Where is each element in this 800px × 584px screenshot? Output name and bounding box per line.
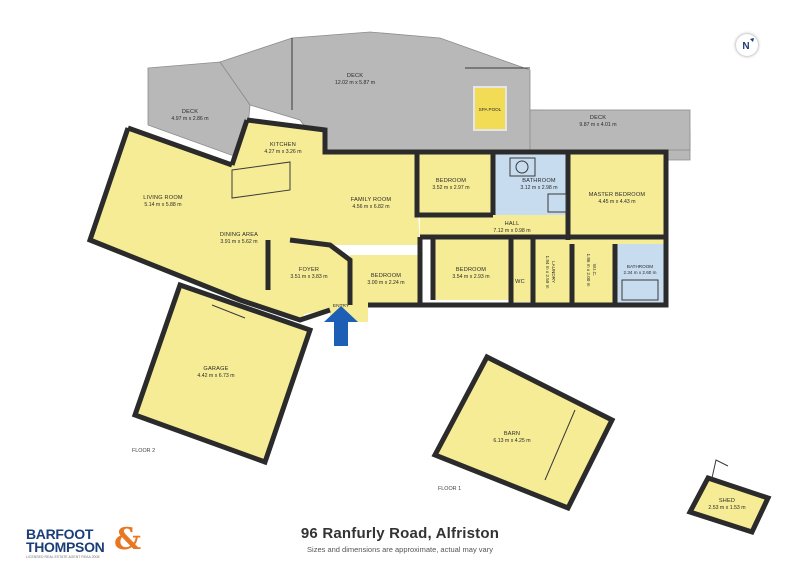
bedroom1-dims: 3.52 m x 2.97 m [432,185,469,191]
master-bedroom-dims: 4.45 m x 4.43 m [598,199,635,205]
hall-fill [420,215,568,237]
living-room-dims: 5.14 m x 5.88 m [144,202,181,208]
address-title: 96 Ranfurly Road, Alfriston [300,525,500,542]
logo-line1: BARFOOT [26,526,94,542]
bathroom1-label: BATHROOM [522,178,556,184]
bedroom1-fill [417,152,493,215]
dining-area-label: DINING AREA [220,232,258,238]
bath-fixture [515,160,529,174]
floor1-label: FLOOR 1 [438,486,461,492]
address-note: Sizes and dimensions are approximate, ac… [307,545,493,554]
bathroom1-dims: 3.12 m x 2.98 m [520,185,557,191]
bedroom3-label: BEDROOM [456,267,486,273]
bedroom2-label: BEDROOM [371,273,401,279]
hall-label: HALL [505,221,520,227]
wic-dims: 1.86 m x 2.00 m [586,254,591,287]
deck-left-label: DECK [182,109,198,115]
barn-partition [544,409,576,481]
bathroom2-dims: 2.34 m x 2.60 m [624,270,657,275]
wc-label: WC [515,279,525,285]
garage-wall [131,281,314,466]
brand-logo: BARFOOT THOMPSON & LICENSED REAL ESTATE … [26,522,146,561]
bedroom1-label: BEDROOM [436,178,466,184]
wic-label: W.I.C. [592,264,597,277]
laundry-dims: 1.94 m x 2.59 m [545,256,550,289]
bedroom3-dims: 3.54 m x 2.93 m [452,274,489,280]
bath-fixture [509,157,536,177]
foyer-dims: 3.51 m x 3.83 m [290,274,327,280]
kitchen-wall [229,119,250,166]
deck-right-dims: 9.87 m x 4.01 m [579,122,616,128]
bedroom2-fill [350,255,420,305]
interior-wall [265,152,666,305]
barn-dims: 6.13 m x 4.25 m [493,438,530,444]
family-room-label: FAMILY ROOM [351,197,392,203]
bathroom1-fill [493,152,568,215]
garage-dims: 4.42 m x 6.73 m [197,373,234,379]
shed-wall [686,474,772,536]
barn-label: BARN [504,431,520,437]
barn-fill [435,357,612,508]
floor2-label: FLOOR 2 [132,448,155,454]
living-room-label: LIVING ROOM [143,195,183,201]
address-block: 96 Ranfurly Road, Alfriston Sizes and di… [0,525,800,554]
compass-arrow-icon [750,38,754,42]
bedroom2-dims: 3.00 m x 2.24 m [367,280,404,286]
bathroom2-label: BATHROOM [627,264,653,269]
dining-area-dims: 3.91 m x 5.62 m [220,239,257,245]
entry-arrow-icon [324,306,358,346]
laundry-label: LAUNDRY [551,261,556,283]
master-bedroom-fill [568,152,666,244]
wc-fill [511,237,533,302]
bath-fixture [621,279,659,301]
kitchen-label: KITCHEN [270,142,296,148]
family-room-fill [325,152,417,242]
kitchen-fill [232,120,325,165]
bedroom3-fill [433,237,511,300]
compass-letter: N [742,41,749,52]
foyer-fill [268,240,350,315]
shed-door [711,459,729,479]
foyer-label: FOYER [299,267,319,273]
master-bedroom-label: MASTER BEDROOM [589,192,646,198]
deck-top-dims: 12.02 m x 5.87 m [335,80,375,86]
spa-pool-label: SPA POOL [479,107,502,112]
kitchen-bench [231,161,291,199]
garage-door-line [211,304,246,319]
logo-ampersand: & [114,522,142,557]
spa-pool-shape [473,86,507,131]
deck-left-dims: 4.97 m x 2.86 m [171,116,208,122]
kitchen-dims: 4.27 m x 3.26 m [264,149,301,155]
laundry-fill [533,240,571,305]
garage-fill [135,285,310,462]
shed-dims: 2.53 m x 1.53 m [708,505,745,511]
entry-label: ENTRY [333,303,350,309]
barn-wall [431,353,616,512]
shed-label: SHED [719,498,735,504]
deck-top-label: DECK [347,73,363,79]
family-room-dims: 4.56 m x 6.82 m [352,204,389,210]
compass-icon: N [736,34,758,56]
garage-label: GARAGE [203,366,228,372]
logo-line2: THOMPSON [26,539,105,555]
logo-tagline: LICENSED REAL ESTATE AGENT REAA 2008 [26,555,100,559]
deck-right-area [529,109,691,151]
shower-fixture [547,193,567,213]
hall-dims: 7.12 m x 0.98 m [493,228,530,234]
wic-fill [572,244,615,305]
compass-needle-icon: N [742,38,754,52]
deck-right-label: DECK [590,115,606,121]
